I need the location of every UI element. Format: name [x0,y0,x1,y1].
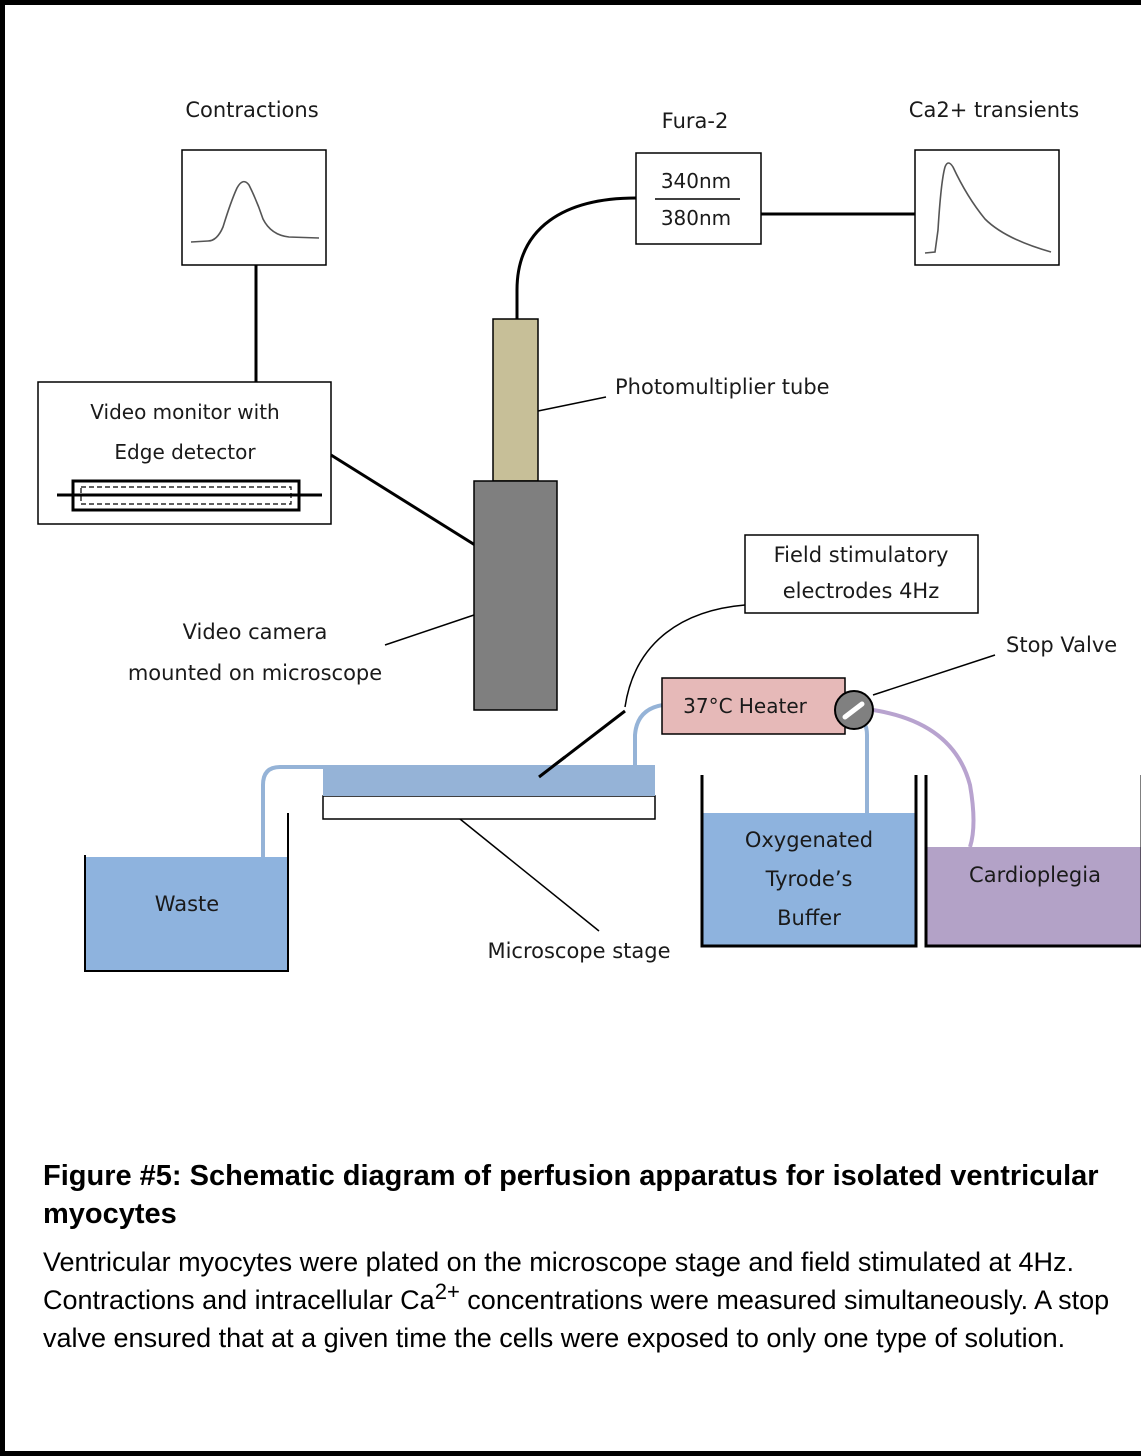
caption-title: Figure #5: Schematic diagram of perfusio… [43,1160,1099,1230]
stage-to-waste-tube [261,765,323,857]
contractions-trace-box [181,149,327,266]
video-camera [473,480,558,711]
microscope-stage-pointer [459,818,600,932]
ca-transients-label: Ca2+ transients [909,98,1079,122]
tyrode-buffer-label-line2: Tyrode’s [765,867,853,891]
tyrode-buffer-container [700,775,918,948]
monitor-to-camera-wire [330,453,476,547]
photomultiplier-pointer [537,396,607,412]
field-stimulatory-label-line1: Field stimulatory [774,543,949,567]
cardioplegia-liquid [926,847,1141,946]
cardioplegia-label: Cardioplegia [969,863,1101,887]
heater-box [661,677,846,735]
waste-container [84,813,289,972]
heater-label: 37°C Heater [683,694,808,718]
electrode-tip [538,755,566,779]
stop-valve-label: Stop Valve [1006,633,1117,657]
perfusion-apparatus-diagram: Contractions Video monitor with Edge det… [37,98,1141,972]
waste-liquid [85,857,288,971]
caption-body-part2: concentrations were measured simultaneou… [43,1285,1110,1353]
heater-to-stage-tube [633,703,664,765]
tyrode-buffer-liquid [702,813,916,946]
filter-340nm-label: 340nm [661,169,731,193]
microscope-stage-dish [323,765,655,796]
stop-valve-pointer [872,654,996,696]
tyrode-buffer-label-line3: Buffer [777,906,841,930]
figure-caption: Figure #5: Schematic diagram of perfusio… [43,1157,1123,1357]
field-stimulatory-box [744,534,979,614]
video-monitor-label-line1: Video monitor with [90,400,279,424]
stop-valve-handle [842,701,865,720]
video-camera-label-line1: Video camera [183,620,328,644]
ca-transient-trace-curve [924,162,1052,254]
caption-body-part1: Ventricular myocytes were plated on the … [43,1247,1075,1315]
fura-2-label: Fura-2 [662,109,729,133]
photomultiplier-label: Photomultiplier tube [615,375,830,399]
caption-superscript: 2+ [434,1279,460,1304]
video-monitor-label-line2: Edge detector [114,440,256,464]
tyrode-buffer-label-line1: Oxygenated [745,828,873,852]
filter-380nm-label: 380nm [661,206,731,230]
microscope-stage-label: Microscope stage [487,939,670,963]
photomultiplier-tube [492,318,539,482]
cardioplegia-container [924,775,1141,948]
microscope-stage-base [322,795,656,820]
electrode-wire [624,604,746,708]
video-camera-pointer [384,614,475,646]
waste-label: Waste [155,892,219,916]
contractions-label: Contractions [185,98,318,122]
video-camera-label-line2: mounted on microscope [128,661,382,685]
field-stimulatory-label-line2: electrodes 4Hz [783,579,940,603]
cardioplegia-to-valve-tube [865,707,976,848]
fibre-optic-cable [515,196,637,319]
caption-body: Ventricular myocytes were plated on the … [43,1243,1123,1357]
contraction-trace-curve [190,180,320,243]
